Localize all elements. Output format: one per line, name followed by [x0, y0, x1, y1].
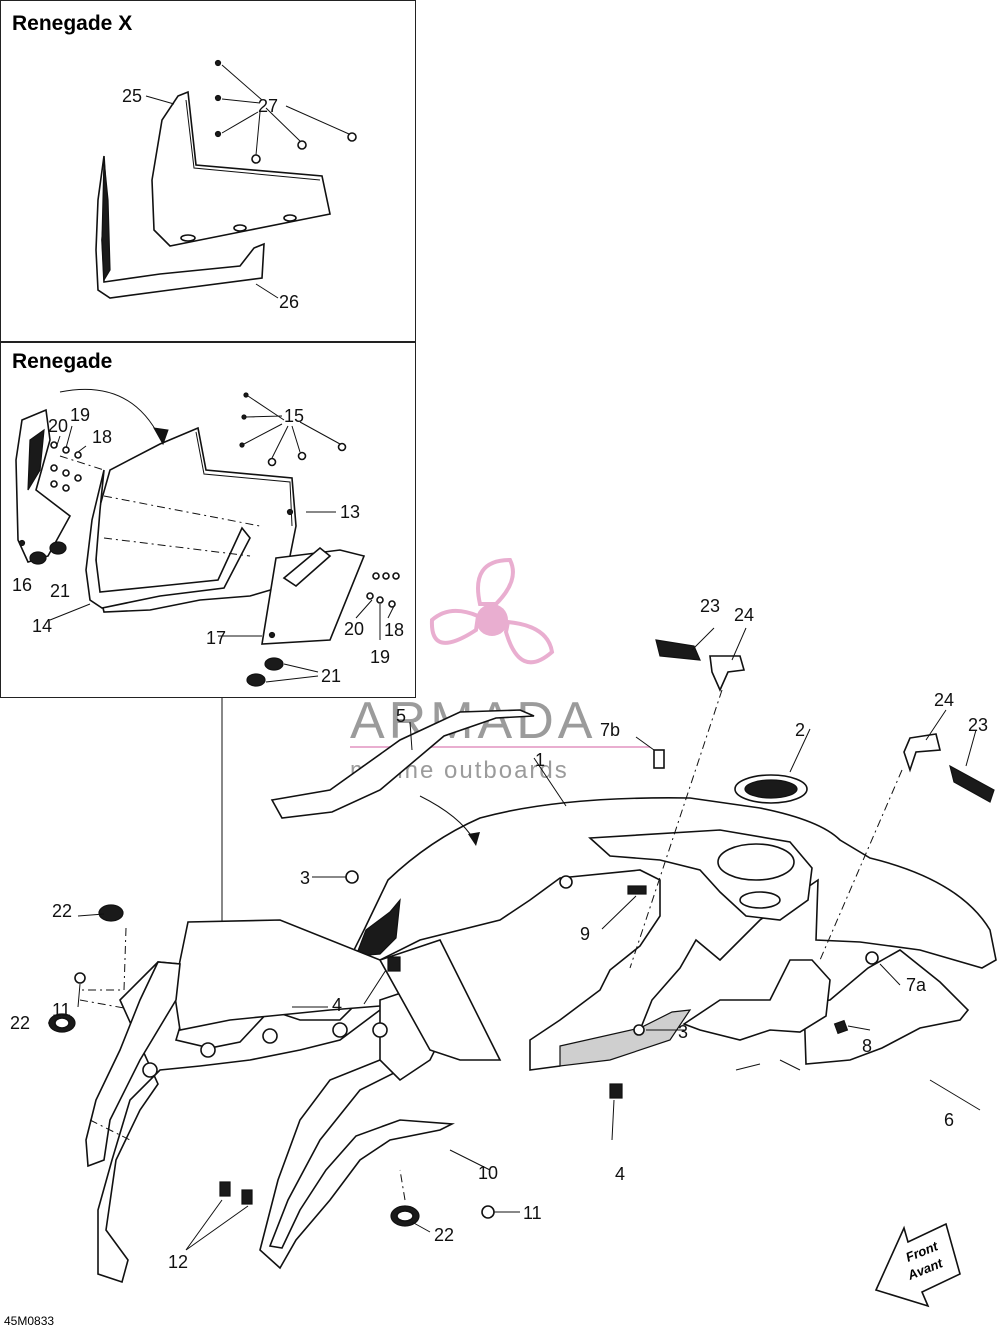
fasteners-part-15 — [239, 392, 347, 467]
callout-17: 17 — [206, 628, 226, 648]
bracket-part-17 — [261, 546, 366, 645]
callout-22-top: 22 — [52, 901, 72, 921]
callout-5: 5 — [396, 706, 406, 726]
clips-part-12 — [219, 1181, 253, 1205]
renegade-x-title: Renegade X — [12, 12, 133, 35]
callout-4-bottom: 4 — [615, 1164, 625, 1184]
callout-26: 26 — [279, 292, 299, 312]
latches-parts-23-24 — [655, 639, 995, 803]
callout-7b: 7b — [600, 720, 620, 740]
callout-11-right: 11 — [523, 1203, 542, 1223]
callout-7a: 7a — [906, 975, 927, 995]
callout-15: 15 — [284, 406, 304, 426]
trim-part-5 — [270, 709, 535, 819]
callout-14: 14 — [32, 616, 52, 636]
callout-24-top: 24 — [734, 605, 754, 625]
arrow-icon — [468, 832, 480, 846]
fuel-cap-ring-part-2 — [734, 774, 808, 804]
callout-12: 12 — [168, 1252, 188, 1272]
callout-20-right: 20 — [344, 619, 364, 639]
front-bottom-pan-part-10 — [97, 919, 502, 1284]
renegade-title: Renegade — [12, 350, 113, 373]
callout-24-right: 24 — [934, 690, 954, 710]
callout-25: 25 — [122, 86, 142, 106]
figure-reference: 45M0833 — [4, 1314, 55, 1328]
callout-22-left: 22 — [10, 1013, 30, 1033]
callout-16: 16 — [12, 575, 32, 595]
callout-10: 10 — [478, 1163, 498, 1183]
side-panel-part-16 — [15, 408, 72, 563]
callout-22-bottom: 22 — [434, 1225, 454, 1245]
callout-1: 1 — [535, 750, 545, 770]
windshield-part-25 — [151, 90, 331, 247]
deflector-part-26 — [95, 155, 265, 299]
callout-19-right: 19 — [370, 647, 390, 667]
callout-13: 13 — [340, 502, 360, 522]
side-bar-part-10-left — [85, 961, 181, 1168]
callout-11-left: 11 — [52, 1000, 71, 1020]
grommets-part-21-right — [246, 657, 284, 687]
callout-21-left: 21 — [50, 581, 70, 601]
bracket-part-8 — [682, 959, 849, 1041]
callout-18-left: 18 — [92, 427, 112, 447]
callout-23-right: 23 — [968, 715, 988, 735]
deflector-part-14 — [85, 469, 251, 609]
callout-3-top: 3 — [300, 868, 310, 888]
side-panel-part-6 — [803, 949, 970, 1065]
callout-23-top: 23 — [700, 596, 720, 616]
callout-20-left: 20 — [48, 416, 68, 436]
front-direction-arrow-icon: Front Avant — [874, 1222, 961, 1308]
callout-6: 6 — [944, 1110, 954, 1130]
callout-2: 2 — [795, 720, 805, 740]
grommets-part-21-left — [29, 541, 67, 565]
callout-27: 27 — [258, 96, 278, 116]
callout-3-bottom: 3 — [678, 1022, 688, 1042]
callout-19-left: 19 — [70, 405, 90, 425]
grommets-part-22 — [48, 904, 420, 1227]
callout-18-right: 18 — [384, 620, 404, 640]
hardware-parts-18-19-20 — [50, 425, 400, 640]
callout-21-right: 21 — [321, 666, 341, 686]
fasteners-part-27 — [214, 59, 357, 164]
callout-8: 8 — [862, 1036, 872, 1056]
callout-4-left: 4 — [332, 995, 342, 1015]
callout-9: 9 — [580, 924, 590, 944]
fuel-tank-cover-part-1 — [348, 797, 997, 1071]
